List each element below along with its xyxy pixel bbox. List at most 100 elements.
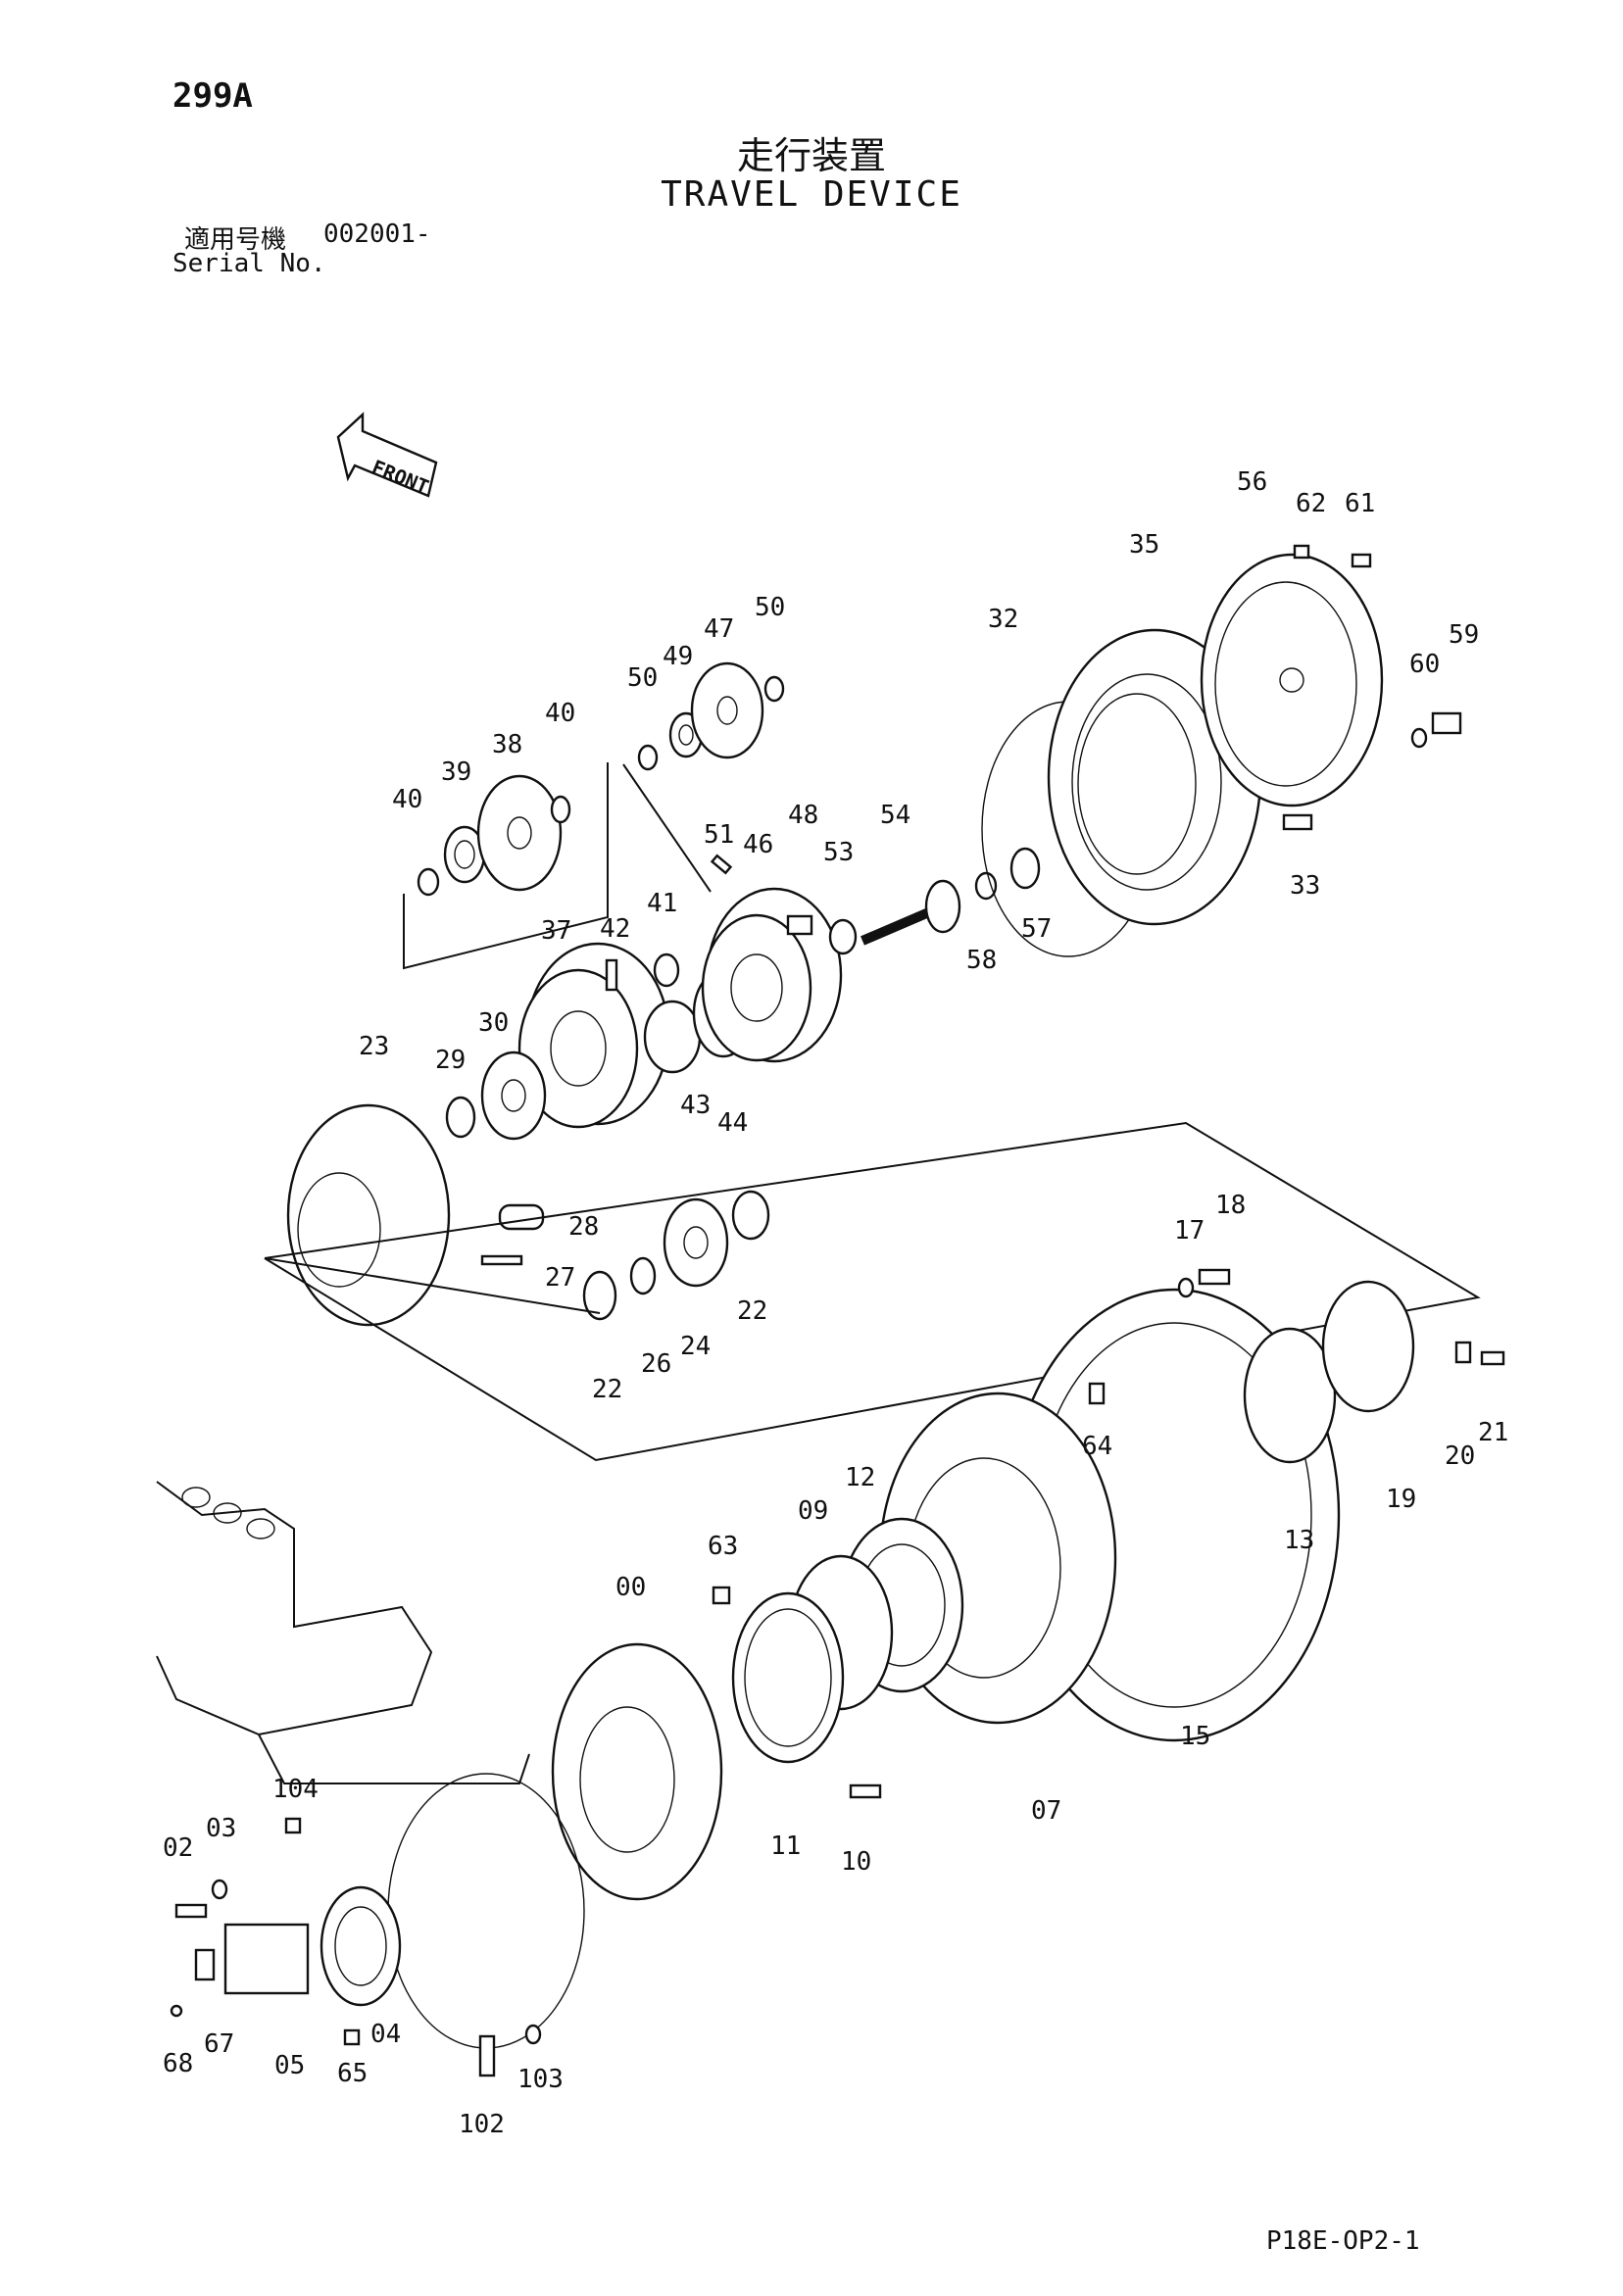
label-58: 58 [966,946,997,975]
part-03-washer [211,1879,228,1900]
label-64: 64 [1082,1432,1112,1461]
label-05: 05 [274,2051,305,2080]
serial-label-english: Serial No. [172,249,326,278]
label-20: 20 [1445,1441,1475,1471]
serial-value: 002001- [323,220,431,249]
label-62: 62 [1296,489,1326,518]
label-103: 103 [517,2065,564,2094]
label-19: 19 [1386,1485,1416,1514]
part-47-planet-gear [690,661,764,759]
label-15: 15 [1180,1722,1210,1751]
part-50-washer-right [763,675,785,703]
label-68: 68 [163,2049,193,2078]
part-00-motor-housing [551,1642,723,1901]
label-56: 56 [1237,467,1267,497]
label-43: 43 [680,1091,711,1120]
label-24: 24 [680,1332,711,1361]
label-22b: 22 [737,1296,767,1326]
label-40b: 40 [392,785,422,814]
part-57-bearing [1009,847,1041,890]
part-42-pin [605,958,618,992]
label-42: 42 [600,914,630,944]
part-104-plug [284,1817,302,1834]
part-30-sun-gear [480,1050,547,1141]
bracket-line-38 [403,762,609,970]
part-20-plate [1454,1341,1472,1364]
label-07: 07 [1031,1796,1061,1826]
label-41: 41 [647,889,677,918]
part-56-cover [1200,553,1384,807]
part-40-washer-right [550,795,571,824]
drawing-code: P18E-OP2-1 [1266,2226,1420,2256]
part-54-input-shaft [861,879,961,946]
part-68-screw [170,2004,183,2018]
label-10: 10 [841,1847,871,1877]
part-58-washer [974,871,998,901]
part-67-plate [194,1948,216,1981]
label-50: 50 [755,593,785,622]
part-24-planet-gear [663,1197,729,1288]
label-28: 28 [568,1212,599,1242]
part-60-washer [1410,727,1428,749]
part-17-washer [1177,1277,1195,1298]
part-27-pin [480,1254,523,1266]
label-57: 57 [1021,914,1052,944]
part-28-shaft [498,1203,545,1231]
page-number: 299A [172,76,253,116]
label-102: 102 [459,2110,505,2139]
label-49: 49 [663,642,693,671]
part-13-bearing [1243,1327,1337,1464]
part-02-bolt [174,1903,208,1919]
label-35: 35 [1129,530,1159,560]
label-29: 29 [435,1046,466,1075]
front-arrow-icon: FRONT [336,412,438,499]
part-11-floating-seal [731,1591,845,1764]
label-04: 04 [370,2020,401,2049]
label-12: 12 [845,1463,875,1492]
label-54: 54 [880,801,910,830]
label-53: 53 [823,838,854,867]
part-22-bearing-right [731,1190,770,1241]
part-61-plug [1351,553,1372,568]
part-43-thrust-washer [643,1000,702,1074]
label-11: 11 [770,1832,801,1861]
serial-label-japanese: 適用号機 [184,225,287,255]
label-104: 104 [272,1775,319,1804]
label-02: 02 [163,1833,193,1863]
label-59: 59 [1449,620,1479,650]
label-13: 13 [1284,1526,1314,1555]
label-38: 38 [492,730,522,759]
label-48: 48 [788,801,818,830]
part-53-washer [828,918,858,955]
part-37-carrier [517,942,670,1129]
label-00: 00 [615,1573,646,1602]
label-17: 17 [1174,1216,1205,1246]
label-09: 09 [798,1496,828,1526]
part-05-valve-block [223,1923,310,1995]
label-37: 37 [541,916,571,946]
part-103-washer [524,2024,542,2045]
label-60: 60 [1409,650,1440,679]
label-27: 27 [545,1263,575,1293]
label-51: 51 [704,820,734,850]
label-21: 21 [1478,1418,1508,1447]
part-26-snap-ring [629,1256,657,1295]
part-04-travel-motor [320,1885,402,2007]
part-48-bushing [786,914,813,936]
part-46-carrier [701,887,843,1063]
part-10-bolt [849,1783,882,1799]
label-46: 46 [743,830,773,859]
label-63: 63 [708,1532,738,1561]
label-47: 47 [704,614,734,644]
label-26: 26 [641,1349,671,1379]
label-33: 33 [1290,871,1320,901]
part-50-washer [637,744,659,771]
part-number-labels: 56 62 61 35 50 47 32 59 49 50 60 40 38 3… [163,467,1508,2139]
part-51-pin [710,854,733,875]
assembly-frame-lines [264,1121,1481,1462]
part-63-plug [712,1586,731,1605]
part-41-bushing [653,953,680,988]
label-67: 67 [204,2029,234,2059]
label-03: 03 [206,1814,236,1843]
